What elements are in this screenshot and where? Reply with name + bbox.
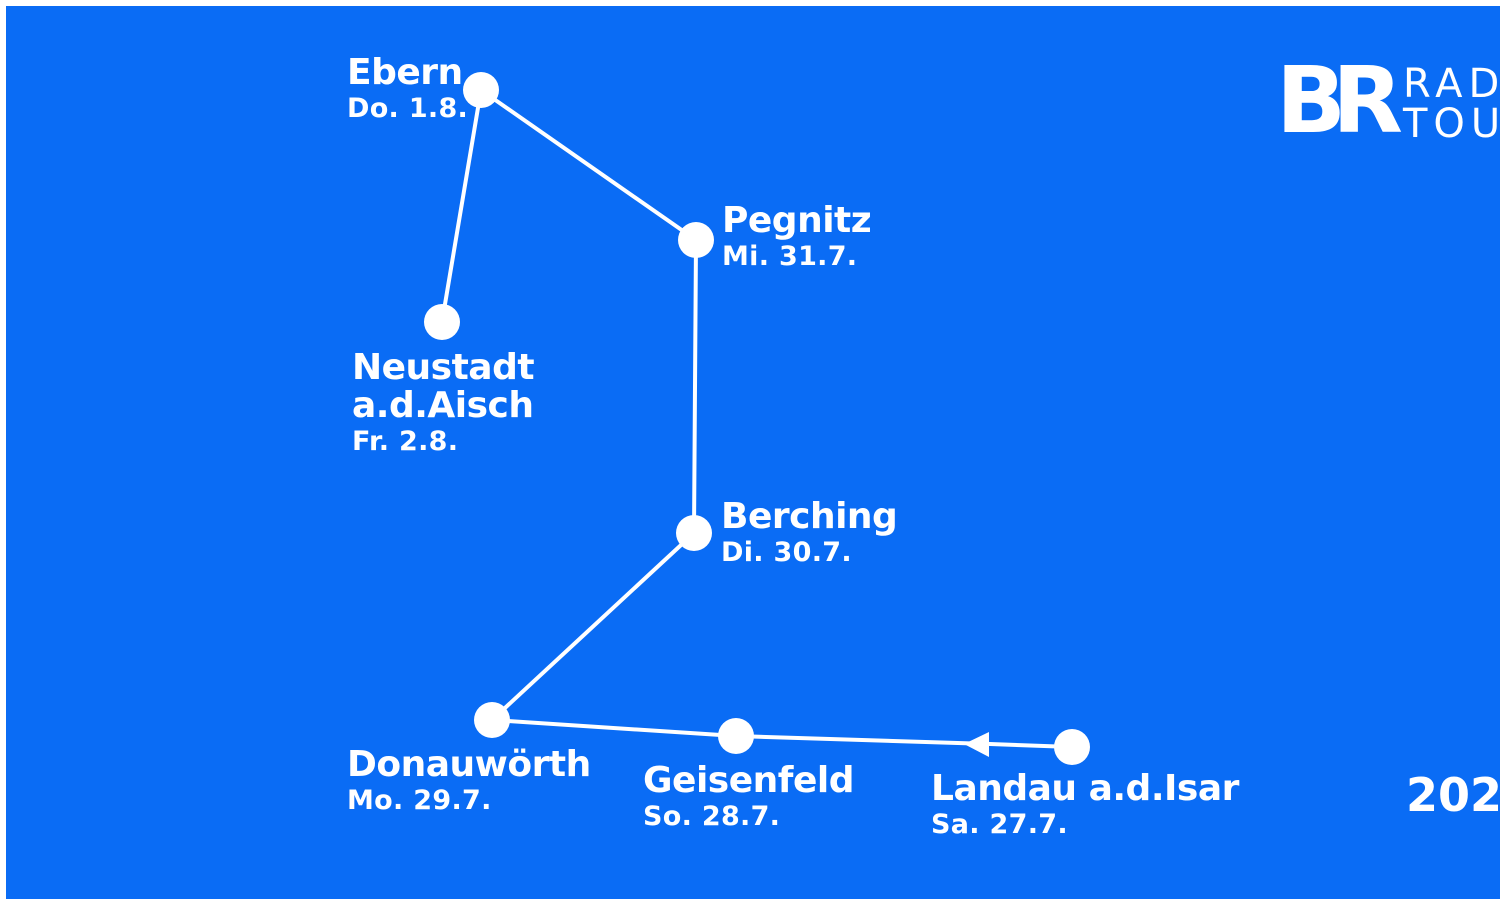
stop-name: Landau a.d.Isar	[931, 768, 1239, 809]
stop-label-landau: Landau a.d.Isar Sa. 27.7.	[931, 770, 1239, 842]
stop-dot-geisenfeld	[718, 718, 754, 754]
stop-date: Do. 1.8.	[347, 93, 469, 124]
stop-dot-donauwoerth	[474, 702, 510, 738]
stop-date: Sa. 27.7.	[931, 809, 1068, 840]
stop-label-berching: Berching Di. 30.7.	[721, 496, 898, 570]
br-radltour-logo: BR RAD TOU	[1276, 47, 1500, 154]
stop-name: Pegnitz	[722, 200, 872, 241]
stop-name: Donauwörth	[347, 744, 591, 785]
logo-brand: BR	[1276, 47, 1403, 154]
stop-name: Neustadt a.d.Aisch	[352, 347, 535, 426]
stop-date: Fr. 2.8.	[352, 426, 459, 457]
start-arrow-icon	[964, 732, 989, 757]
stop-label-donauwoerth: Donauwörth Mo. 29.7.	[347, 746, 591, 818]
map-canvas: Ebern Do. 1.8. Pegnitz Mi. 31.7. Neustad…	[6, 6, 1500, 899]
stop-date: Mo. 29.7.	[347, 785, 492, 816]
stop-label-geisenfeld: Geisenfeld So. 28.7.	[643, 762, 854, 834]
stop-label-neustadt: Neustadt a.d.Aisch Fr. 2.8.	[352, 347, 535, 459]
stop-dot-landau	[1054, 729, 1090, 765]
logo-word-2: TOU	[1402, 101, 1500, 147]
stop-label-ebern: Ebern Do. 1.8.	[347, 54, 468, 126]
stop-dot-berching	[676, 515, 712, 551]
stop-label-pegnitz: Pegnitz Mi. 31.7.	[722, 200, 872, 274]
tour-year: 2024	[1406, 768, 1500, 822]
stop-date: Mi. 31.7.	[722, 241, 858, 272]
stop-name: Berching	[721, 496, 898, 537]
stop-name: Ebern	[347, 52, 463, 93]
stop-name-line-1: Neustadt	[352, 347, 535, 388]
route-line	[440, 88, 1074, 749]
stop-date: Di. 30.7.	[721, 537, 852, 568]
stop-date: So. 28.7.	[643, 801, 781, 832]
logo-word-1: RAD	[1402, 61, 1500, 107]
stop-dot-ebern	[463, 72, 499, 108]
logo-wordmark: RAD TOU	[1403, 64, 1500, 144]
stop-name: Geisenfeld	[643, 760, 854, 801]
stop-dot-pegnitz	[678, 222, 714, 258]
stop-name-line-2: a.d.Aisch	[352, 385, 534, 426]
route-map	[424, 72, 1090, 765]
stop-dot-neustadt	[424, 304, 460, 340]
